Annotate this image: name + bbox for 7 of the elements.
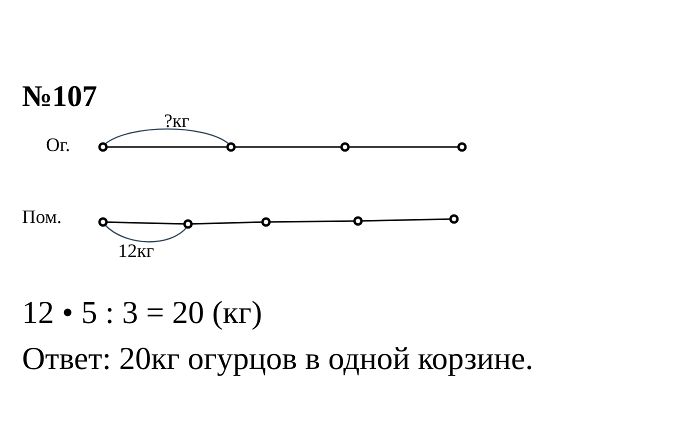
segment-label: Пом.	[22, 206, 62, 230]
segment-label: 12кг	[118, 240, 154, 264]
solution-text: 12 • 5 : 3 = 20 (кг)	[22, 293, 262, 332]
segment-label: Ог.	[46, 134, 70, 158]
solution-text: Ответ: 20кг огурцов в одной корзине.	[22, 339, 534, 378]
task-number: №107	[22, 82, 98, 112]
segment-label: ?кг	[164, 110, 190, 134]
